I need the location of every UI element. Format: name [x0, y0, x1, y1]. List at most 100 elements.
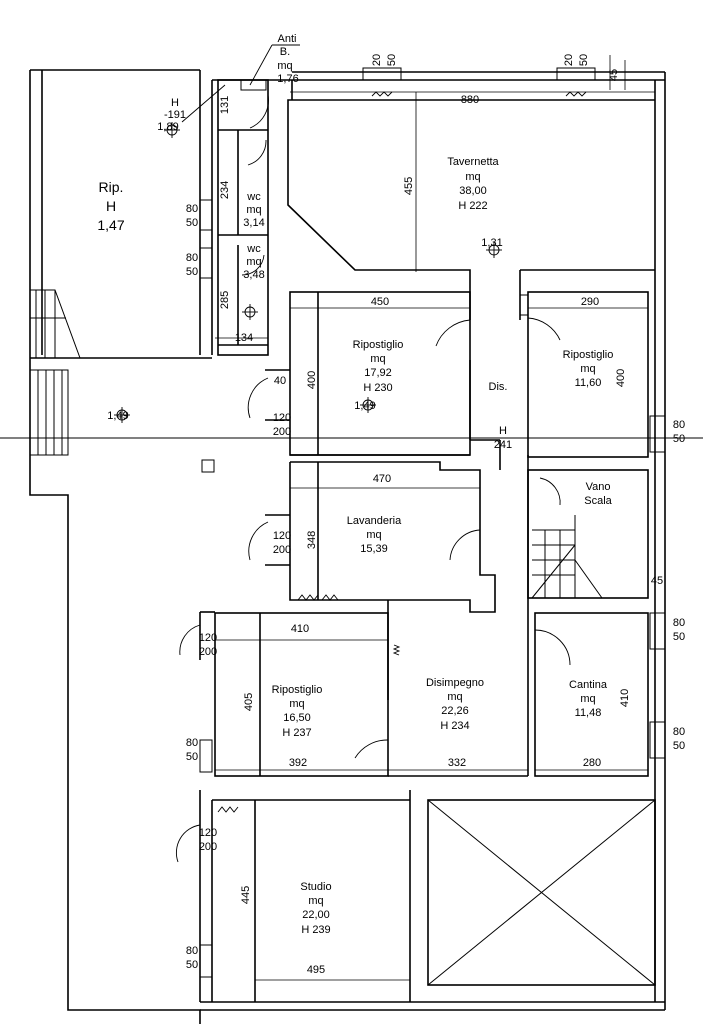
window-5-b: 50	[673, 740, 685, 752]
ripostiglio1-name: Ripostiglio	[353, 339, 404, 351]
ripostiglio2-area: 11,60	[575, 377, 602, 389]
dim-50a: 50	[386, 54, 398, 66]
bathroom-block	[217, 79, 293, 356]
lavanderia-name: Lavanderia	[347, 515, 402, 527]
dim-50b: 50	[578, 54, 590, 66]
studio-area: 22,00	[302, 909, 330, 921]
door-3-b: 200	[199, 646, 217, 658]
window-5-a: 80	[673, 726, 685, 738]
level-h191-val: -191	[164, 109, 186, 121]
lavanderia-area: 15,39	[360, 543, 388, 555]
tavernetta-area: 38,00	[459, 185, 487, 197]
vano-scala	[527, 469, 649, 599]
tavernetta-walls	[287, 91, 655, 288]
door-4-b: 200	[199, 841, 217, 853]
dim-400a: 400	[306, 371, 318, 389]
dim-455: 455	[403, 177, 415, 195]
dim-280: 280	[583, 757, 601, 769]
outer-walls	[29, 69, 666, 1024]
door-3-a: 120	[199, 632, 217, 644]
wc2-name: wc	[246, 243, 261, 255]
studio-mq: mq	[308, 895, 323, 907]
ripostiglio3-area: 16,50	[283, 712, 311, 724]
dim-332: 332	[448, 757, 466, 769]
vano-scala-line1: Vano	[586, 481, 611, 493]
door-2-b: 200	[273, 544, 291, 556]
cantina-mq: mq	[580, 693, 595, 705]
right-windows	[199, 199, 666, 978]
stair-void	[427, 799, 656, 986]
window-7-b: 50	[186, 959, 198, 971]
door-4-a: 120	[199, 827, 217, 839]
dim-131: 131	[219, 96, 231, 114]
level-tav-mark: 1,31	[481, 237, 502, 249]
studio-height: H 239	[301, 924, 330, 936]
rip-h: H	[106, 198, 116, 214]
level-h241-h: H	[499, 425, 507, 437]
level-markers	[114, 44, 502, 423]
anti-mq: mq	[277, 60, 292, 72]
window-3-a: 80	[673, 419, 685, 431]
ripostiglio2-mq: mq	[580, 363, 595, 375]
lower-row-walls	[179, 455, 649, 777]
window-4-b: 50	[673, 631, 685, 643]
disimpegno-mq: mq	[447, 691, 462, 703]
dis-name: Dis.	[489, 381, 508, 393]
dim-134: 134	[235, 332, 253, 344]
level-h191-mark: 1,89	[157, 121, 178, 133]
studio-walls	[175, 790, 411, 1002]
dim-450: 450	[371, 296, 389, 308]
dim-40: 40	[274, 375, 286, 387]
rip-val: 1,47	[97, 217, 124, 233]
dim-880: 880	[461, 94, 479, 106]
studio-name: Studio	[300, 881, 331, 893]
window-7-a: 80	[186, 945, 198, 957]
ripostiglio3-name: Ripostiglio	[272, 684, 323, 696]
cantina-area: 11,48	[575, 707, 602, 719]
stair-left	[29, 289, 212, 456]
cantina-name: Cantina	[569, 679, 608, 691]
dim-392: 392	[289, 757, 307, 769]
anti-name: Anti	[278, 33, 297, 45]
dim-290: 290	[581, 296, 599, 308]
dim-45b: 45	[651, 575, 663, 587]
dim-410b: 410	[619, 689, 631, 707]
door-2-a: 120	[273, 530, 291, 542]
window-2-b: 50	[186, 266, 198, 278]
window-3-b: 50	[673, 433, 685, 445]
level-h241-val: 241	[494, 439, 512, 451]
level-h191-h: H	[171, 97, 179, 109]
tavernetta-height: H 222	[458, 200, 487, 212]
small-column	[201, 459, 215, 473]
disimpegno-name: Disimpegno	[426, 677, 484, 689]
ripostiglio1-mq: mq	[370, 353, 385, 365]
window-1-a: 80	[186, 203, 198, 215]
middle-row-walls	[247, 288, 649, 470]
dim-348: 348	[306, 531, 318, 549]
anti-area: 1,76	[277, 73, 298, 85]
dim-400b: 400	[615, 369, 627, 387]
top-windows	[362, 55, 626, 97]
wc2-mq: mq	[246, 256, 261, 268]
dim-470: 470	[373, 473, 391, 485]
dim-234: 234	[219, 181, 231, 199]
dim-495: 495	[307, 964, 325, 976]
wc1-mq: mq	[246, 204, 261, 216]
ripostiglio1-height: H 230	[363, 382, 392, 394]
ripostiglio3-mq: mq	[289, 698, 304, 710]
window-6-a: 80	[186, 737, 198, 749]
level-rip-mark: 1,49	[354, 400, 375, 412]
disimpegno-area: 22,26	[441, 705, 469, 717]
vano-scala-line2: Scala	[584, 495, 612, 507]
anti-sub: B.	[280, 46, 290, 58]
wc1-name: wc	[246, 191, 261, 203]
window-6-b: 50	[186, 751, 198, 763]
dim-45a: 45	[608, 69, 620, 81]
door-1-b: 200	[273, 426, 291, 438]
rip-name: Rip.	[99, 179, 124, 195]
wc2-area: 3,48	[243, 269, 264, 281]
door-1-a: 120	[273, 412, 291, 424]
dim-405: 405	[243, 693, 255, 711]
wc1-area: 3,14	[243, 217, 264, 229]
tavernetta-name: Tavernetta	[447, 156, 499, 168]
